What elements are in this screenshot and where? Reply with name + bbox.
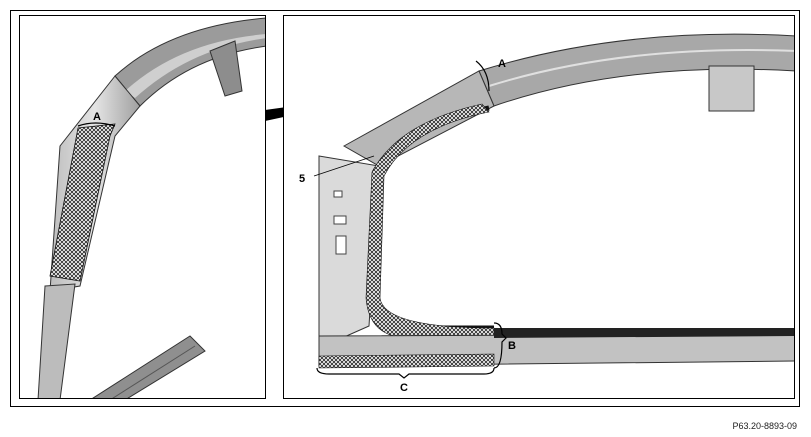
panel-hole — [335, 235, 347, 255]
left-illustration: A — [37, 17, 265, 398]
callout-5: 5 — [299, 173, 305, 185]
detail-view-a-pillar: A — [19, 15, 266, 399]
panel-hole — [333, 215, 347, 225]
bracket-c — [316, 367, 495, 379]
bracket-b — [493, 322, 507, 369]
roof-rail-shape — [478, 33, 794, 107]
bracket-a-left — [77, 122, 116, 127]
lower-pillar-shape — [37, 283, 76, 398]
callout-b: B — [508, 340, 516, 352]
bracket-shape — [209, 40, 243, 97]
leader-line-5 — [313, 155, 375, 177]
hatched-sill-strip — [318, 353, 495, 369]
callout-a-right: A — [498, 58, 506, 70]
hatched-area — [49, 123, 116, 282]
roof-rail-inner — [125, 34, 265, 98]
panel-hole — [333, 190, 343, 198]
overview-side-frame: 5 A B C — [283, 15, 795, 399]
callout-c: C — [400, 382, 408, 394]
bracket-a-right — [475, 60, 490, 92]
right-illustration: 5 A B C — [299, 33, 794, 394]
figure-reference: P63.20-8893-09 — [732, 421, 797, 431]
a-pillar-shape — [342, 70, 495, 167]
rear-pillar-stub — [708, 65, 755, 112]
callout-a-left: A — [93, 111, 101, 123]
hatched-seam-strip — [365, 103, 495, 339]
lower-rail-shape — [92, 335, 206, 398]
